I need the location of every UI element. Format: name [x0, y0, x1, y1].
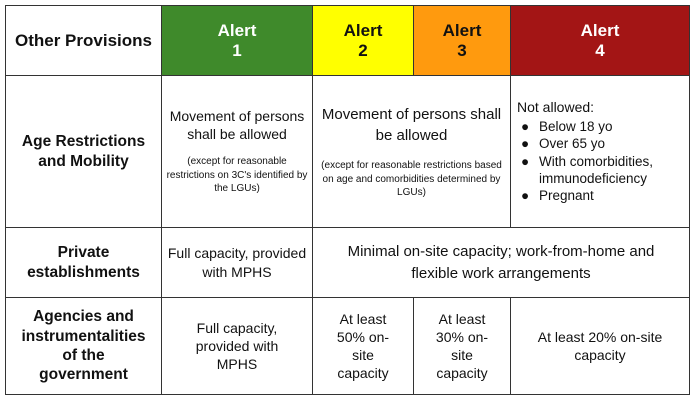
alert-2-number: 2 [358, 40, 368, 60]
age-alert-4-list: ● Below 18 yo ● Over 65 yo ● With comorbidi… [517, 118, 685, 204]
row-agencies: Agencies and instrumentalities of the go… [5, 297, 690, 395]
list-item-text: Below 18 yo [539, 119, 613, 135]
list-item-text: Over 65 yo [539, 136, 606, 152]
age-alert-2-3-note: (except for reasonable restrictions base… [321, 160, 502, 198]
list-item-text: Pregnant [539, 188, 594, 204]
age-alert-1-note: (except for reasonable restrictions on 3… [166, 156, 308, 195]
row-age-restrictions: Age Restrictions and Mobility Movement o… [5, 75, 690, 228]
bullet-icon: ● [521, 136, 530, 152]
list-item: ● With comorbidities, immunodeficiency [521, 153, 685, 188]
header-alert-2: Alert 2 [312, 5, 414, 76]
list-item-text: With comorbidities, immunodeficiency [539, 153, 654, 186]
alert-provisions-table: Other Provisions Alert 1 Alert 2 Alert 3… [5, 5, 690, 395]
alert-1-word: Alert [217, 20, 257, 40]
age-alert-4-intro: Not allowed: [517, 99, 595, 115]
row-label-age-restrictions: Age Restrictions and Mobility [5, 75, 162, 228]
bullet-icon: ● [521, 188, 530, 204]
age-alert-1-cell: Movement of persons shall be allowed (ex… [161, 75, 313, 228]
list-item: ● Pregnant [521, 187, 685, 204]
agencies-alert-2-cell: At least 50% on-site capacity [312, 297, 414, 395]
alert-3-word: Alert [442, 20, 482, 40]
header-alert-4: Alert 4 [510, 5, 690, 76]
age-alert-2-3-cell: Movement of persons shall be allowed (ex… [312, 75, 511, 228]
row-private-establishments: Private establishments Full capacity, pr… [5, 227, 690, 298]
agencies-alert-1-cell: Full capacity, provided with MPHS [161, 297, 313, 395]
private-alert-1-cell: Full capacity, provided with MPHS [161, 227, 313, 298]
alert-1-number: 1 [232, 40, 242, 60]
bullet-icon: ● [521, 119, 530, 135]
header-label-text: Other Provisions [15, 30, 152, 50]
agencies-alert-3-cell: At least 30% on-site capacity [413, 297, 511, 395]
age-alert-1-main: Movement of persons shall be allowed [169, 108, 305, 143]
header-row: Other Provisions Alert 1 Alert 2 Alert 3… [5, 5, 690, 76]
row-label-private-establishments: Private establishments [5, 227, 162, 298]
list-item: ● Below 18 yo [521, 118, 685, 135]
header-alert-1: Alert 1 [161, 5, 313, 76]
alert-3-number: 3 [457, 40, 467, 60]
age-alert-2-3-main: Movement of persons shall be allowed [321, 105, 502, 145]
header-alert-3: Alert 3 [413, 5, 511, 76]
alert-4-number: 4 [595, 40, 605, 60]
alert-2-word: Alert [343, 20, 383, 40]
age-alert-4-cell: Not allowed: ● Below 18 yo ● Over 65 yo ● W… [510, 75, 690, 228]
private-alert-2-4-cell: Minimal on-site capacity; work-from-home… [312, 227, 690, 298]
agencies-alert-4-cell: At least 20% on-site capacity [510, 297, 690, 395]
alert-4-word: Alert [580, 20, 620, 40]
header-other-provisions: Other Provisions [5, 5, 162, 76]
row-label-agencies: Agencies and instrumentalities of the go… [5, 297, 162, 395]
list-item: ● Over 65 yo [521, 135, 685, 152]
bullet-icon: ● [521, 153, 530, 169]
